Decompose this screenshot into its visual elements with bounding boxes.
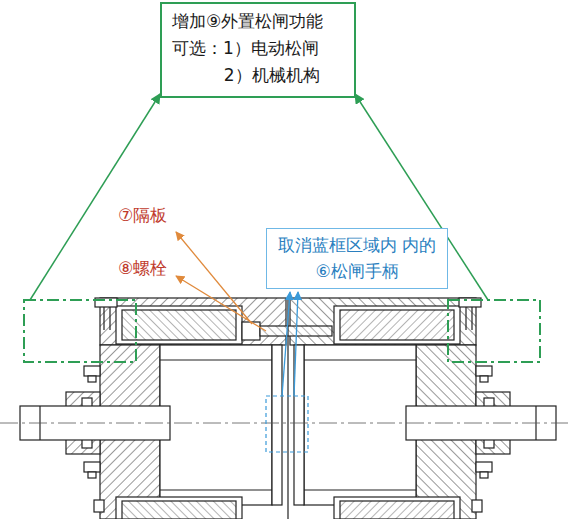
- note-text: 可选：1）电动松闸: [172, 35, 344, 62]
- blue-dashed-region: [266, 396, 308, 452]
- center-line: [0, 423, 568, 424]
- leader-line: [282, 292, 290, 396]
- leader-line: [294, 292, 298, 396]
- part-label: ⑦隔板: [116, 204, 169, 227]
- note-text: 取消蓝框区域内 内的⑥松闸手柄: [275, 233, 439, 284]
- callout-box: 取消蓝框区域内 内的⑥松闸手柄: [266, 228, 448, 289]
- note-box: 增加⑨外置松闸功能可选：1）电动松闸2）机械机构: [160, 2, 356, 98]
- release-region-right: [448, 300, 540, 362]
- part-label: ⑧螺栓: [116, 257, 169, 280]
- note-text: 2）机械机构: [172, 62, 344, 89]
- leader-line: [176, 276, 266, 331]
- note-text: 增加⑨外置松闸功能: [172, 8, 344, 35]
- leader-line: [176, 232, 252, 324]
- left-brake-half: [20, 298, 286, 519]
- release-region-left: [24, 300, 136, 362]
